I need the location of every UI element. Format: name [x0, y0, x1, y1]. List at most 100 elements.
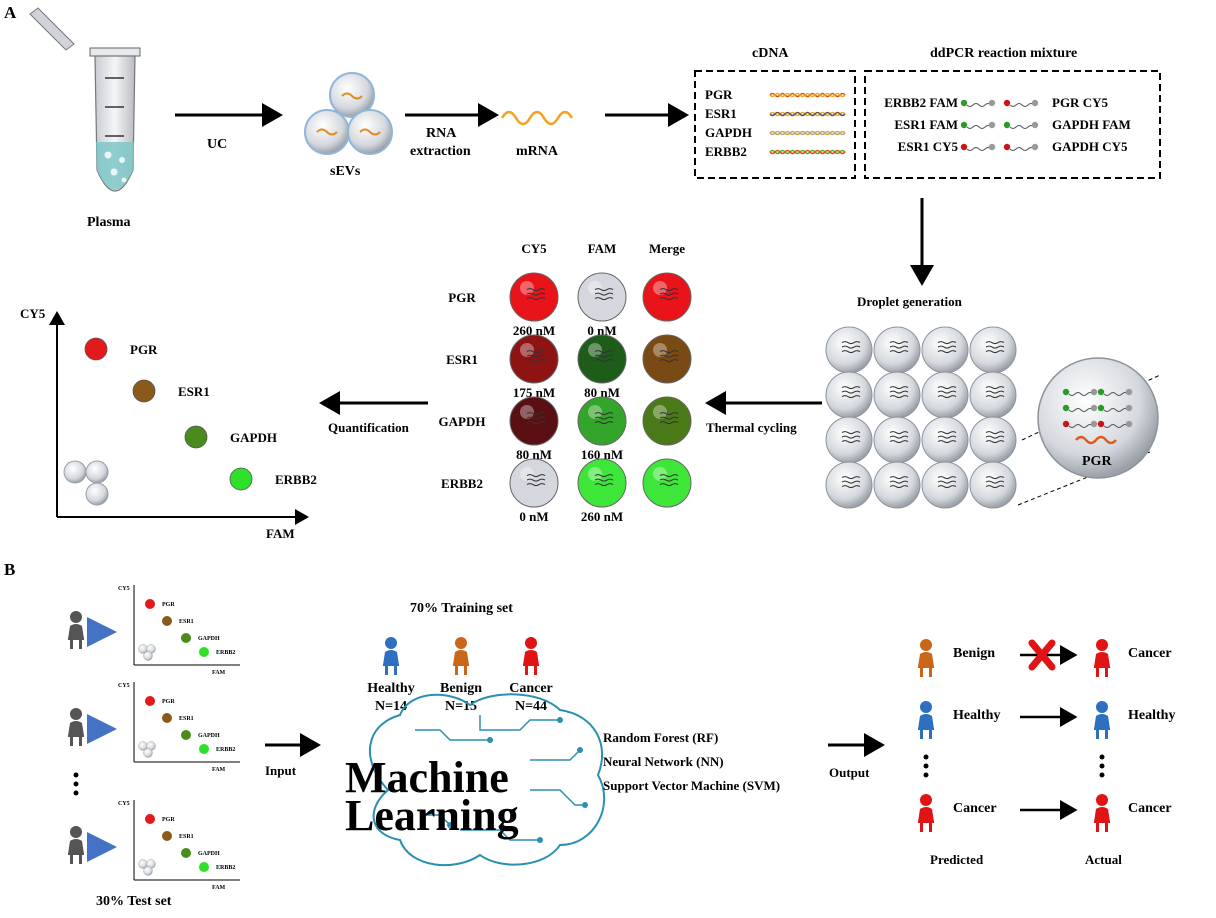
person-icon: [918, 701, 934, 739]
channel-header: FAM: [588, 241, 617, 256]
mini-point-label: ERBB2: [216, 865, 235, 871]
fam-concentration: 80 nM: [584, 385, 620, 400]
droplet: [873, 371, 921, 419]
person-icon: [453, 637, 469, 675]
droplet: [873, 326, 921, 374]
input-label: Input: [265, 763, 297, 778]
group-count: N=14: [375, 699, 407, 714]
scatter-point: [84, 337, 108, 361]
actual-class: Cancer: [1128, 801, 1172, 816]
mini-point: [181, 633, 191, 643]
predicted-class: Healthy: [953, 708, 1000, 723]
person-icon: [68, 708, 84, 746]
droplet: [969, 461, 1017, 509]
mini-point-label: GAPDH: [198, 851, 220, 857]
mini-point: [145, 696, 155, 706]
droplet: [921, 371, 969, 419]
group-count: N=44: [515, 699, 547, 714]
mini-point: [162, 616, 172, 626]
channel-header: Merge: [649, 241, 685, 256]
quantification-label: Quantification: [328, 420, 410, 435]
predicted-class: Benign: [953, 646, 995, 661]
cy5-concentration: 175 nM: [513, 385, 555, 400]
fam-concentration: 260 nM: [581, 509, 623, 524]
mrna-label: mRNA: [516, 144, 559, 159]
thermal-cycling-label: Thermal cycling: [706, 420, 797, 435]
model-list: Random Forest (RF)Neural Network (NN)Sup…: [603, 730, 780, 793]
mini-point-label: ESR1: [179, 716, 194, 722]
cdna-gene: ERBB2: [705, 144, 747, 159]
scatter-point: [184, 425, 208, 449]
person-icon: [68, 826, 84, 864]
channel-row-gene: GAPDH: [439, 414, 486, 429]
mini-point: [199, 862, 209, 872]
fam-concentration: 0 nM: [587, 323, 616, 338]
scatter-point: [132, 379, 156, 403]
channel-droplet: [509, 396, 559, 446]
group-name: Cancer: [509, 681, 553, 696]
channel-header: CY5: [521, 241, 547, 256]
step-uc-label: UC: [207, 137, 227, 152]
mini-point-label: GAPDH: [198, 733, 220, 739]
droplet: [873, 416, 921, 464]
droplet: [873, 461, 921, 509]
mini-axis-x: FAM: [212, 885, 226, 891]
panel-b-label: B: [4, 560, 15, 579]
ml-line2: Learning: [345, 791, 519, 840]
mini-point: [162, 713, 172, 723]
mini-point: [145, 814, 155, 824]
scatter-point-label: ESR1: [178, 384, 210, 399]
scatter-axis-y: CY5: [20, 306, 46, 321]
sevs-icon: [304, 72, 393, 155]
probe-left-label: ERBB2 FAM: [884, 95, 958, 110]
channel-droplet: [509, 334, 559, 384]
cdna-gene: GAPDH: [705, 125, 752, 140]
group-name: Benign: [440, 681, 482, 696]
mini-point: [181, 848, 191, 858]
droplet: [825, 461, 873, 509]
model-name: Neural Network (NN): [603, 754, 724, 769]
cy5-concentration: 0 nM: [519, 509, 548, 524]
droplet: [825, 416, 873, 464]
droplet: [921, 416, 969, 464]
droplet: [825, 326, 873, 374]
group-count: N=15: [445, 699, 477, 714]
channel-droplet: [577, 396, 627, 446]
mismatch-x-icon: [1028, 639, 1056, 671]
channel-droplet: [642, 458, 692, 508]
scatter-axis-x: FAM: [266, 526, 295, 541]
channel-droplet: [642, 334, 692, 384]
actual-label: Actual: [1085, 852, 1122, 867]
cdna-gene: PGR: [705, 87, 733, 102]
probe-left-label: ESR1 FAM: [894, 117, 958, 132]
scatter-point-label: GAPDH: [230, 430, 277, 445]
person-icon: [918, 794, 934, 832]
model-name: Random Forest (RF): [603, 730, 718, 745]
droplet: [921, 461, 969, 509]
droplet-generation-label: Droplet generation: [857, 294, 963, 309]
probe-left-label: ESR1 CY5: [898, 139, 959, 154]
person-icon: [383, 637, 399, 675]
mini-point-label: ESR1: [179, 834, 194, 840]
person-icon: [1094, 639, 1110, 677]
cy5-concentration: 260 nM: [513, 323, 555, 338]
person-icon: [68, 611, 84, 649]
droplet: [969, 371, 1017, 419]
channel-droplet: [577, 272, 627, 322]
mini-point: [181, 730, 191, 740]
test-set-plots: CY5FAMPGRESR1GAPDHERBB2CY5FAMPGRESR1GAPD…: [68, 585, 240, 891]
mini-point-label: GAPDH: [198, 636, 220, 642]
person-icon: [1094, 701, 1110, 739]
scatter-point-label: PGR: [130, 342, 158, 357]
droplet-grid: [825, 326, 1017, 509]
outcome-ellipsis: [923, 754, 1105, 778]
training-title: 70% Training set: [410, 601, 513, 616]
mini-axis-y: CY5: [118, 801, 130, 807]
cdna-box: [694, 70, 856, 179]
probe-right-label: GAPDH FAM: [1052, 117, 1131, 132]
